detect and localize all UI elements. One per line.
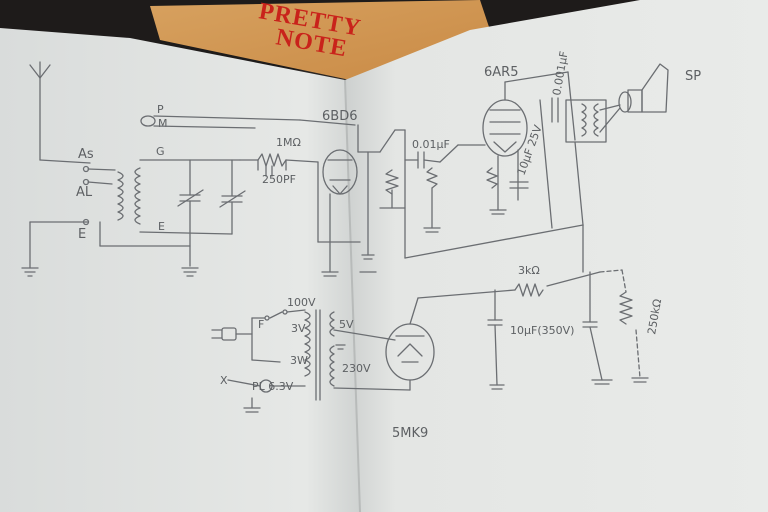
terminal-al-label: AL	[76, 185, 93, 200]
coupling-network	[379, 129, 584, 259]
grid-leak	[239, 153, 319, 177]
coil-e-label: E	[158, 220, 165, 233]
tap-3w-label: 3W	[290, 354, 308, 367]
bleeder-resistor	[599, 269, 641, 379]
antenna-coil	[21, 165, 191, 277]
rectifier-tube	[385, 297, 435, 391]
power-plug	[211, 327, 253, 341]
terminal-as-label: As	[78, 147, 94, 162]
coupling-capacitor-label: 0.01μF	[412, 138, 450, 151]
grid-resistor-label: 1MΩ	[276, 136, 301, 149]
speaker-label: SP	[685, 69, 701, 84]
antenna-symbol	[29, 61, 91, 164]
terminal-e-label: E	[78, 227, 86, 242]
speaker-symbol	[618, 63, 669, 113]
output-tube-label: 6AR5	[484, 65, 518, 80]
grid-capacitor-label: 250PF	[262, 173, 296, 186]
rectifier-tube-label: 5MK9	[392, 426, 428, 441]
coil-g-label: G	[156, 145, 165, 158]
detector-tube-label: 6BD6	[322, 109, 357, 124]
filter-resistor-label: 3kΩ	[518, 264, 540, 277]
secondary-230v-label: 230V	[342, 362, 371, 375]
tap-3v-label: 3V	[291, 322, 306, 335]
tap-100v-label: 100V	[287, 296, 316, 309]
coil-p-label: P	[157, 103, 164, 116]
bleeder-zigzag	[619, 291, 649, 383]
secondary-5v-label: 5V	[339, 318, 354, 331]
coil-m-label: M	[158, 117, 168, 130]
right-page	[345, 0, 768, 512]
filter-capacitor-label: 10μF(350V)	[510, 324, 574, 337]
tuning-capacitors	[139, 159, 246, 277]
output-tube	[482, 71, 576, 229]
power-transformer	[227, 309, 411, 413]
x-terminal-label: X	[220, 374, 228, 387]
pilot-lamp-label: PL 6.3V	[252, 380, 294, 393]
left-page	[0, 28, 360, 512]
fuse-label: F	[258, 318, 264, 331]
filter-network	[417, 224, 613, 390]
regeneration-loop	[140, 115, 356, 129]
detector-tube	[317, 124, 381, 277]
bleeder-resistor-label: 250kΩ	[645, 298, 664, 335]
output-transformer	[551, 97, 621, 226]
